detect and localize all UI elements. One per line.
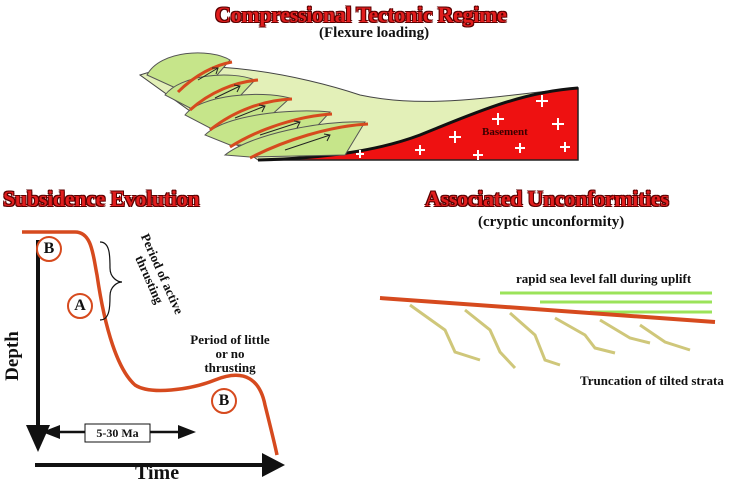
marker-b-top: B: [43, 240, 55, 257]
little-thrusting-line-1: Period of little: [190, 332, 270, 347]
slip-arrow: [197, 67, 219, 81]
depth-axis-arrowhead: [26, 425, 50, 452]
marker-a-circle: [67, 293, 93, 319]
little-thrusting-line-2: or no: [215, 346, 245, 361]
slip-arrow: [284, 133, 331, 151]
marker-b-bottom-circle: [211, 388, 237, 414]
duration-arrowhead-right: [178, 425, 196, 439]
tilted-stratum: [554, 316, 616, 355]
thrust-sheet-1: [146, 52, 231, 96]
basement-crosses: [356, 95, 570, 160]
subsidence-title: Subsidence Evolution: [3, 186, 200, 211]
thrust-fault-1: [176, 60, 233, 94]
duration-label: 5-30 Ma: [96, 426, 139, 440]
unconformity-diagram: [379, 291, 716, 370]
thrust-fault-4: [229, 112, 333, 149]
time-axis-arrowhead: [262, 453, 285, 477]
duration-box: [84, 423, 151, 443]
unconformities-title: Associated Unconformities: [425, 186, 669, 211]
sea-level-label: rapid sea level fall during uplift: [516, 271, 692, 286]
tilted-strata: [409, 303, 691, 370]
little-thrusting-label: Period of little or no thrusting: [180, 333, 280, 375]
main-title: Compressional Tectonic Regime: [215, 2, 507, 27]
slip-arrow: [214, 84, 241, 99]
tilted-stratum: [599, 318, 651, 345]
truncation-label: Truncation of tilted strata: [580, 373, 724, 388]
main-subtitle: (Flexure loading): [319, 25, 430, 41]
thrust-fault-5: [249, 122, 369, 160]
duration-arrowhead-left: [42, 425, 60, 439]
tilted-stratum: [509, 311, 561, 367]
unconformity-surface: [379, 296, 716, 324]
thrust-wedge-section: [138, 52, 579, 162]
active-period-brace: [99, 241, 123, 321]
slip-arrow: [234, 104, 266, 119]
little-thrusting-line-3: thrusting: [204, 360, 256, 375]
marker-b-top-circle: [36, 236, 62, 262]
subsidence-graph: [22, 230, 285, 477]
depth-axis-label: Depth: [1, 331, 23, 381]
subsidence-curve: [22, 230, 279, 456]
slip-arrow: [259, 120, 301, 136]
basement-label: Basement: [482, 126, 528, 138]
tilted-stratum: [639, 323, 691, 352]
slip-arrows: [197, 67, 331, 151]
marker-a: A: [74, 297, 86, 314]
tilted-stratum: [409, 303, 481, 362]
time-axis-label: Time: [135, 462, 180, 484]
tilted-stratum: [464, 308, 517, 370]
flexure-surface: [257, 86, 579, 162]
thrust-fault-2: [188, 78, 259, 112]
marker-b-bottom: B: [218, 392, 230, 409]
unconformities-subtitle: (cryptic unconformity): [478, 214, 625, 230]
thrust-fault-3: [209, 97, 293, 132]
